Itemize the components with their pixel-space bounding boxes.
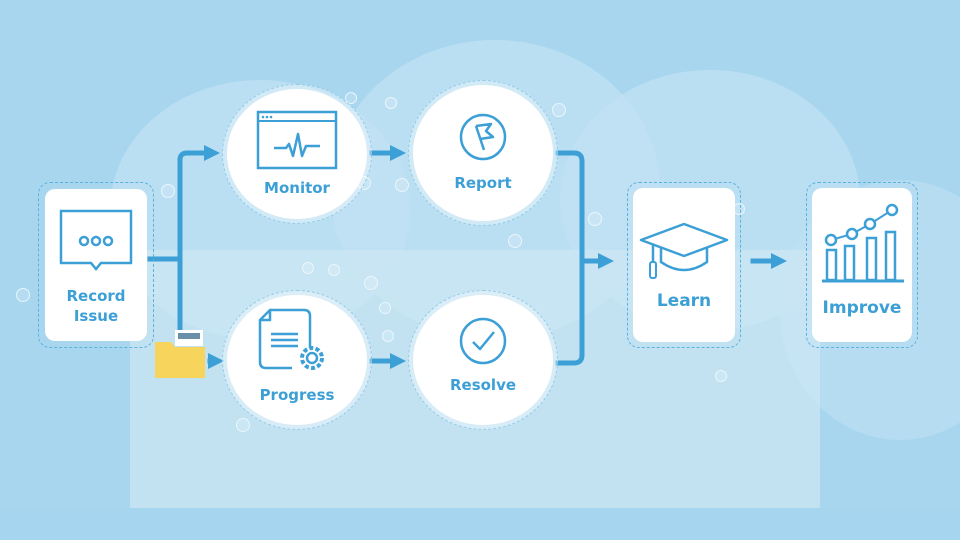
checkmark-icon: [459, 317, 507, 365]
record-issue-label-line2: Issue: [73, 307, 119, 325]
record-issue-card-outline: [38, 182, 154, 348]
learn-card-outline: [627, 182, 741, 348]
resolve-label: Resolve: [449, 376, 517, 394]
decor-bubble: [161, 184, 175, 198]
decor-bubble: [236, 418, 250, 432]
decor-bubble: [328, 264, 340, 276]
monitor-node[interactable]: [227, 89, 367, 219]
decor-bubble: [382, 330, 394, 342]
resolve-node-outline: [408, 290, 558, 430]
progress-node-outline: [222, 290, 372, 430]
improve-card-outline: [806, 182, 918, 348]
decor-bubble: [379, 302, 391, 314]
record-issue-label-line1: Record: [66, 287, 126, 305]
decor-bubble: [588, 212, 602, 226]
growth-chart-icon: [822, 203, 904, 283]
report-node-outline: [408, 80, 558, 226]
progress-label: Progress: [259, 386, 335, 404]
improve-label: Improve: [822, 298, 902, 318]
flag-icon: [459, 113, 507, 161]
progress-node[interactable]: [227, 295, 367, 425]
decor-bubble: [16, 288, 30, 302]
background-footer-band: [0, 508, 960, 540]
document-gear-icon: [258, 308, 324, 370]
decor-bubble: [385, 97, 397, 109]
browser-heartbeat-icon: [256, 110, 338, 170]
monitor-node-outline: [222, 84, 372, 224]
connector-merge: [555, 150, 585, 366]
resolve-node[interactable]: [413, 295, 553, 425]
graduation-cap-icon: [639, 222, 729, 279]
report-label: Report: [454, 174, 512, 192]
learn-label: Learn: [656, 291, 712, 311]
chat-bubble-icon: [59, 209, 133, 271]
decor-bubble: [395, 178, 409, 192]
decor-bubble: [508, 234, 522, 248]
record-issue-label: Record Issue: [45, 286, 147, 326]
monitor-label: Monitor: [264, 179, 330, 197]
decor-bubble: [715, 370, 727, 382]
folder-icon: [155, 330, 205, 378]
arrow-to-monitor: [177, 144, 221, 333]
decor-bubble: [552, 103, 566, 117]
report-node[interactable]: [413, 85, 553, 221]
decor-bubble: [302, 262, 314, 274]
decor-bubble: [345, 92, 357, 104]
decor-bubble: [364, 276, 378, 290]
